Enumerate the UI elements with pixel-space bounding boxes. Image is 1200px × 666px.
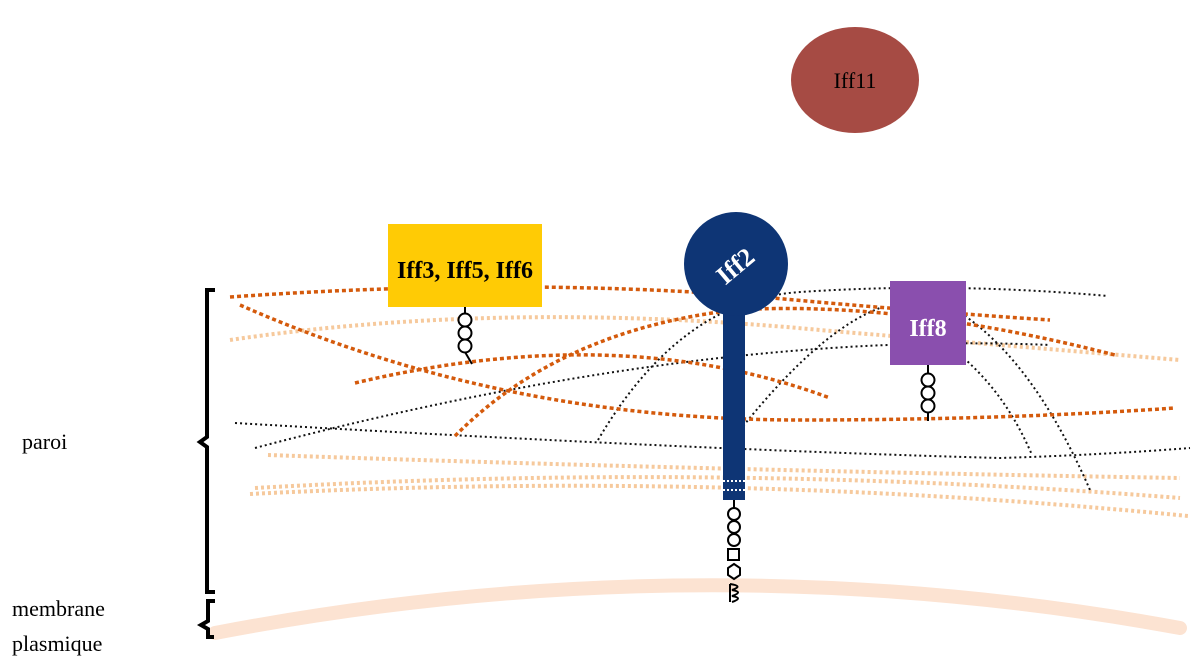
black-fiber-3 [597, 286, 1109, 441]
iff11-protein: Iff11 [791, 27, 919, 133]
black-fiber-2 [234, 422, 1191, 460]
orange-fiber-3 [354, 353, 831, 400]
orange-fiber-4 [453, 306, 1116, 438]
orange-fiber-2 [239, 303, 1176, 422]
iff3-iff5-iff6-protein: Iff3, Iff5, Iff6 [388, 224, 542, 365]
iff2-protein: Iff2 [684, 212, 788, 603]
wall-label: paroi [22, 429, 67, 454]
pale-fiber-4 [249, 483, 1189, 518]
iff356-glycan-chain [457, 312, 473, 354]
iff356-label: Iff3, Iff5, Iff6 [397, 258, 533, 284]
iff11-label: Iff11 [834, 68, 877, 93]
iff8-box [890, 281, 966, 365]
black-fiber-4 [739, 307, 881, 431]
membrane-label-line2: plasmique [12, 631, 102, 656]
iff2-head [684, 212, 788, 316]
membrane-label-line1: membrane [12, 596, 105, 621]
membrane-brace [196, 599, 215, 639]
plasma-membrane [208, 578, 1187, 640]
iff2-gpi-anchor [727, 507, 741, 581]
pale-fiber-1 [229, 315, 1181, 362]
iff2-stem [723, 300, 745, 500]
iff8-label: Iff8 [909, 316, 946, 342]
iff356-box [388, 224, 542, 307]
iff8-protein: Iff8 [890, 281, 966, 421]
orange-fibers [229, 285, 1176, 438]
iff11-body [791, 27, 919, 133]
pale-fiber-3 [254, 475, 1181, 500]
pale-fibers [229, 315, 1189, 518]
iff8-glycan-chain [920, 372, 936, 414]
pale-fiber-2 [267, 453, 1181, 480]
wall-brace [196, 288, 215, 594]
